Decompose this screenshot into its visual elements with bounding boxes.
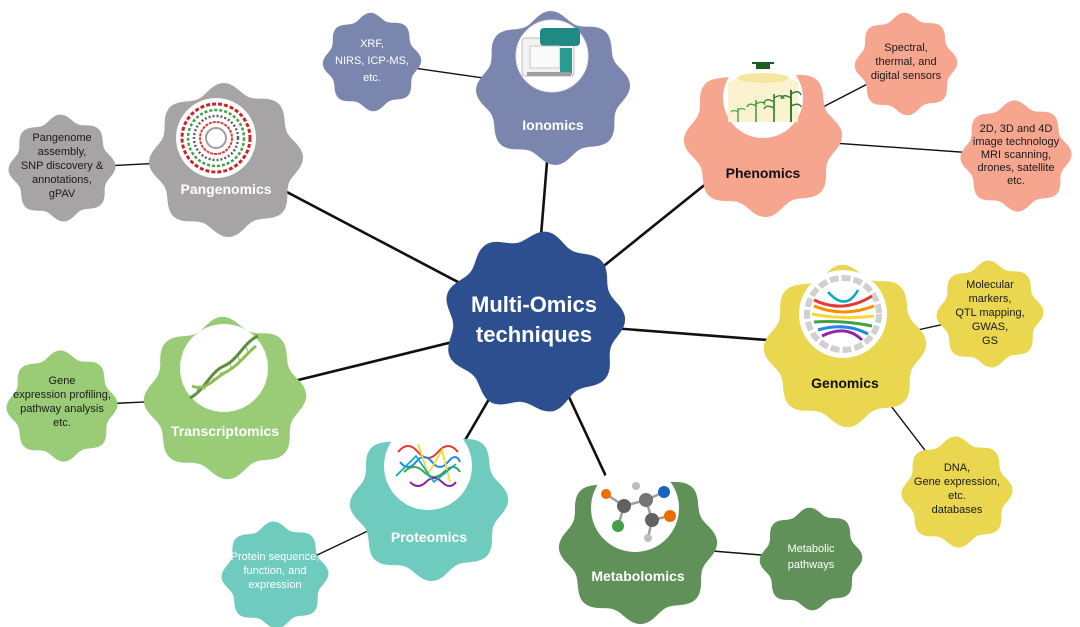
center-title-line1: Multi-Omics (471, 292, 597, 317)
detail-line: databases (932, 504, 983, 516)
protein-structure-icon (384, 422, 472, 510)
center-title-line2: techniques (476, 322, 592, 347)
phenomics-imaging-blob (960, 100, 1072, 212)
node-blobs (6, 11, 1072, 627)
metabolomics-label: Metabolomics (591, 568, 685, 584)
node-labels: Multi-Omics techniques Ionomics Phenomic… (13, 38, 1060, 591)
transcriptomics-detail-text: Gene expression profiling, pathway analy… (13, 375, 111, 429)
phenomics-label: Phenomics (726, 165, 801, 181)
phenomics-sensors-text: Spectral, thermal, and digital sensors (871, 42, 942, 82)
genomics-databases-text: DNA, Gene expression, etc. databases (914, 462, 1000, 516)
detail-line: drones, satellite (977, 162, 1054, 174)
detail-line: 2D, 3D and 4D (980, 123, 1053, 135)
genomics-markers-blob (936, 260, 1044, 368)
pangenomics-detail-blob (8, 114, 116, 222)
detail-line: Gene expression, (914, 476, 1000, 488)
detail-line: XRF, (360, 38, 384, 50)
pangenomics-detail-text: Pangenome assembly, SNP discovery & anno… (21, 132, 104, 200)
ionomics-label: Ionomics (522, 117, 584, 133)
detail-line: thermal, and (875, 56, 936, 68)
detail-line: QTL mapping, (955, 307, 1024, 319)
detail-line: expression profiling, (13, 389, 111, 401)
detail-line: Metabolic (787, 543, 835, 555)
center-blob (446, 231, 626, 412)
circos-plot-icon (799, 270, 887, 358)
detail-line: pathways (788, 559, 835, 571)
detail-line: annotations, (32, 174, 92, 186)
metabolomics-detail-blob (759, 507, 863, 611)
detail-line: etc. (948, 490, 966, 502)
proteomics-detail-text: Protein sequence, function, and expressi… (231, 551, 320, 591)
dna-helix-icon (180, 324, 268, 412)
detail-line: GS (982, 335, 998, 347)
genomics-label: Genomics (811, 375, 879, 391)
lab-instrument-icon (515, 19, 589, 93)
node-icons (176, 19, 887, 552)
detail-line: Gene (49, 375, 76, 387)
genome-rings-icon (176, 98, 256, 178)
detail-line: Protein sequence, (231, 551, 320, 563)
proteomics-detail-blob (221, 521, 329, 627)
detail-line: etc. (1007, 175, 1025, 187)
detail-line: pathway analysis (20, 403, 104, 415)
detail-line: markers, (969, 293, 1012, 305)
detail-line: image technology (973, 136, 1060, 148)
detail-line: expression (248, 579, 301, 591)
detail-line: gPAV (49, 188, 76, 200)
detail-line: assembly, (38, 146, 87, 158)
phenomics-sensors-blob (854, 12, 958, 116)
transcriptomics-detail-blob (6, 350, 118, 462)
detail-line: MRI scanning, (981, 149, 1051, 161)
detail-line: digital sensors (871, 70, 942, 82)
metabolomics-detail-text: Metabolic pathways (787, 543, 835, 571)
pangenomics-label: Pangenomics (180, 181, 271, 197)
detail-line: function, and (244, 565, 307, 577)
detail-line: etc. (53, 417, 71, 429)
phenomics-imaging-text: 2D, 3D and 4D image technology MRI scann… (973, 123, 1060, 187)
crop-growth-drone-icon (723, 58, 803, 138)
detail-line: GWAS, (972, 321, 1008, 333)
detail-line: NIRS, ICP-MS, (335, 55, 409, 67)
genomics-databases-blob (901, 436, 1013, 548)
molecule-icon (591, 464, 679, 552)
detail-line: Pangenome (32, 132, 91, 144)
detail-line: DNA, (944, 462, 970, 474)
ionomics-detail-blob (322, 12, 422, 112)
genomics-markers-text: Molecular markers, QTL mapping, GWAS, GS (955, 279, 1024, 347)
transcriptomics-label: Transcriptomics (171, 423, 279, 439)
detail-line: etc. (363, 72, 381, 84)
detail-line: Molecular (966, 279, 1014, 291)
proteomics-label: Proteomics (391, 529, 467, 545)
ionomics-detail-text: XRF, NIRS, ICP-MS, etc. (335, 38, 409, 84)
detail-line: Spectral, (884, 42, 927, 54)
detail-line: SNP discovery & (21, 160, 104, 172)
